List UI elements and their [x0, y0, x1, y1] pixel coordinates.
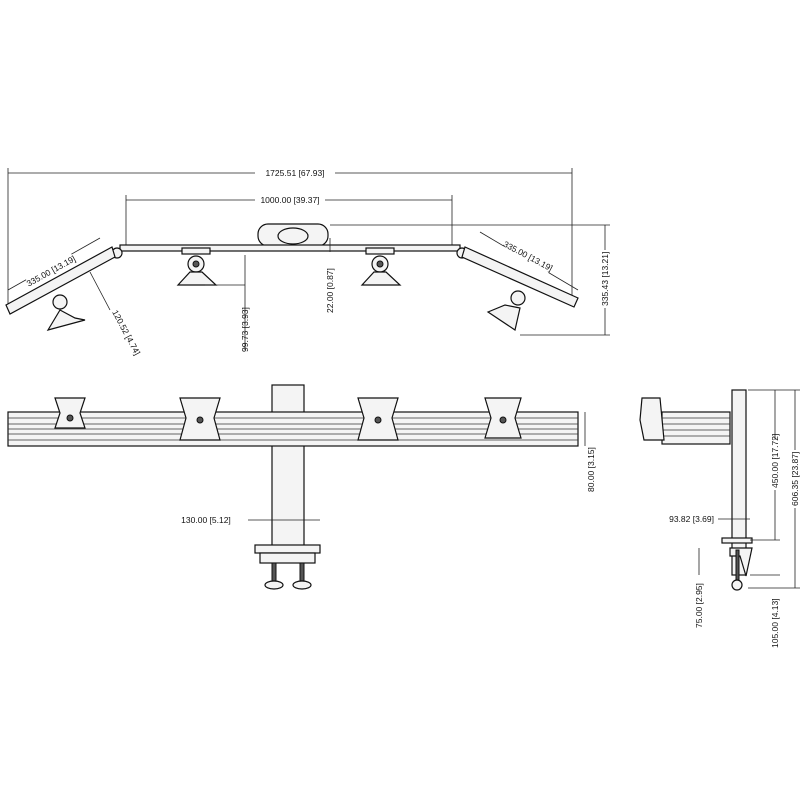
label-bar-offset: 22.00 [0.87]	[325, 268, 335, 313]
side-view: 450.00 [17.72] 606.35 [23.87] 93.82 [3.6…	[639, 389, 800, 648]
label-pole-height: 450.00 [17.72]	[770, 434, 780, 488]
front-pole	[271, 384, 305, 551]
label-center-bar-width: 1000.00 [39.37]	[260, 195, 319, 205]
vesa-plates	[54, 397, 522, 441]
label-overall-width: 1725.51 [67.93]	[265, 168, 324, 178]
side-bar	[661, 411, 731, 445]
label-bar-height: 80.00 [3.15]	[586, 447, 596, 492]
label-overall-height: 606.35 [23.87]	[790, 452, 800, 506]
top-mount-right	[360, 247, 402, 286]
label-clamp-thickness: 75.00 [2.95]	[694, 583, 704, 628]
label-base-depth: 93.82 [3.69]	[669, 514, 714, 524]
label-pole-base-width: 130.00 [5.12]	[181, 515, 231, 525]
top-wing-right: 335.00 [13.19]	[456, 231, 579, 331]
front-view: 130.00 [5.12] 80.00 [3.15]	[7, 384, 596, 590]
top-view: 1725.51 [67.93] 1000.00 [39.37]	[5, 167, 611, 357]
top-mount-left	[176, 247, 218, 286]
label-mount-offset: 120.52 [4.74]	[110, 308, 142, 357]
label-clamp-height: 105.00 [4.13]	[770, 598, 780, 648]
side-vesa-plate	[639, 397, 665, 441]
label-mount-depth: 99.73 [3.93]	[240, 307, 250, 352]
front-clamp	[254, 544, 321, 590]
top-wing-left: 335.00 [13.19] 120.52 [4.74]	[5, 237, 142, 357]
top-crossbar	[119, 244, 461, 252]
side-pole	[731, 389, 747, 576]
label-overall-depth: 335.43 [13.21]	[600, 252, 610, 306]
